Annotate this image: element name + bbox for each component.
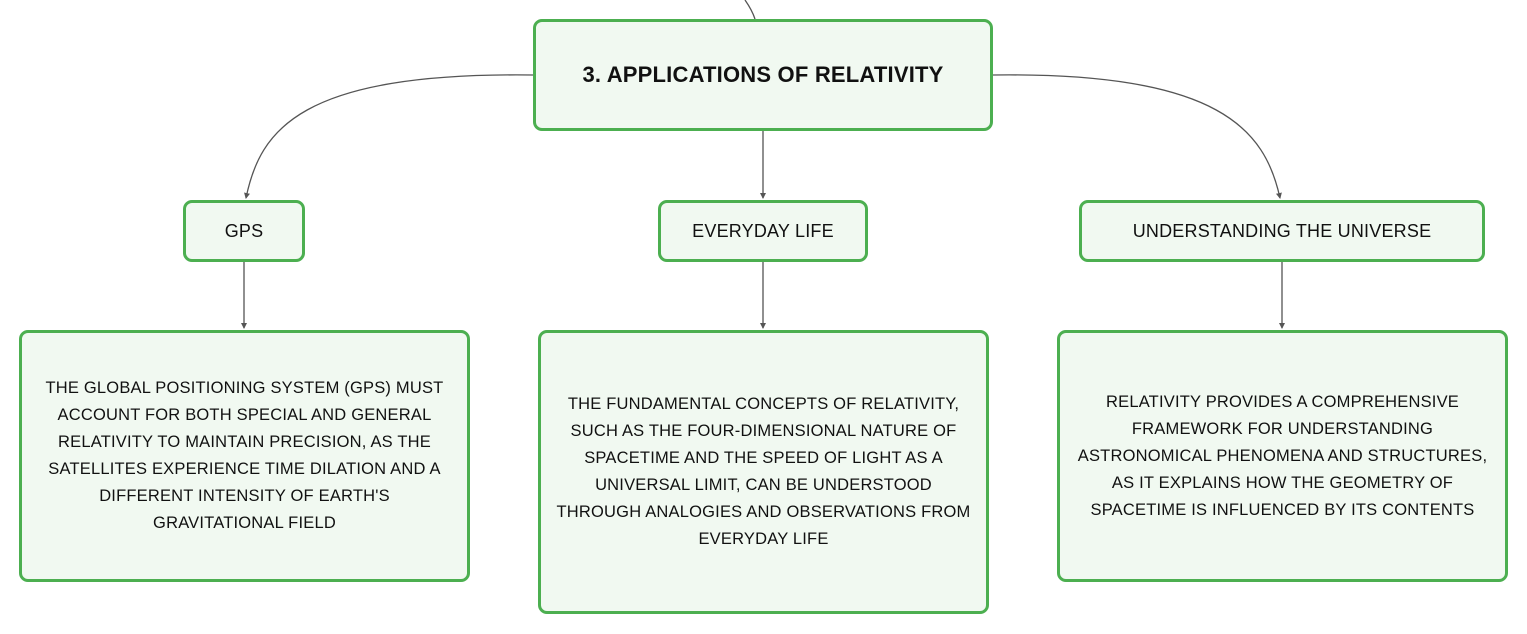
description-text-gps: THE GLOBAL POSITIONING SYSTEM (GPS) MUST… [45, 379, 444, 532]
topic-label-understanding-the-universe: UNDERSTANDING THE UNIVERSE [1132, 220, 1432, 241]
connector-root-to-gps [244, 74, 534, 199]
connector-root-to-understanding-the-universe [992, 74, 1282, 199]
description-text-understanding-the-universe: RELATIVITY PROVIDES A COMPREHENSIVE FRAM… [1077, 392, 1488, 519]
description-node-understanding-the-universe[interactable]: RELATIVITY PROVIDES A COMPREHENSIVE FRAM… [1057, 330, 1508, 582]
topic-node-gps[interactable]: GPS [183, 200, 305, 262]
description-node-everyday-life[interactable]: THE FUNDAMENTAL CONCEPTS OF RELATIVITY, … [538, 330, 989, 614]
parent-connector [744, 0, 756, 20]
topic-label-everyday-life: EVERYDAY LIFE [692, 220, 834, 241]
description-text-everyday-life: THE FUNDAMENTAL CONCEPTS OF RELATIVITY, … [556, 395, 971, 548]
topic-node-understanding-the-universe[interactable]: UNDERSTANDING THE UNIVERSE [1079, 200, 1485, 262]
root-title: 3. APPLICATIONS OF RELATIVITY [582, 62, 944, 87]
description-node-gps[interactable]: THE GLOBAL POSITIONING SYSTEM (GPS) MUST… [19, 330, 470, 582]
topic-label-gps: GPS [224, 220, 264, 241]
topic-node-everyday-life[interactable]: EVERYDAY LIFE [658, 200, 868, 262]
root-node[interactable]: 3. APPLICATIONS OF RELATIVITY [533, 19, 993, 131]
